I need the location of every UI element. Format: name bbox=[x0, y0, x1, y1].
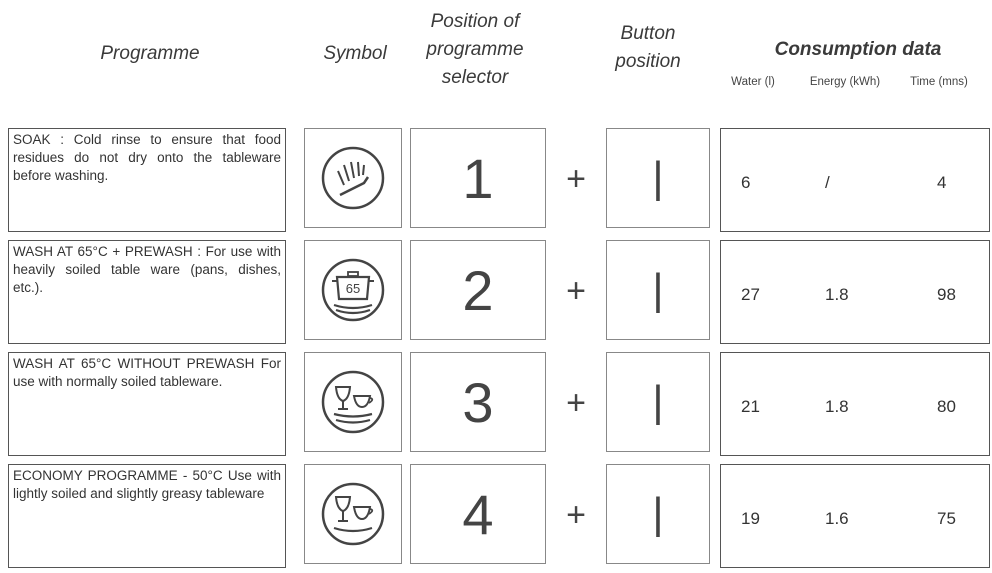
header-programme: Programme bbox=[100, 43, 200, 64]
programme-symbol: 65 bbox=[304, 240, 402, 340]
programme-symbol bbox=[304, 128, 402, 228]
plus-sign: + bbox=[566, 272, 586, 310]
programme-selector-position: 1 bbox=[410, 128, 546, 228]
glass-cup-plates-icon bbox=[321, 370, 385, 434]
subheader-water: Water (l) bbox=[731, 76, 775, 88]
temperature-label: 65 bbox=[346, 281, 360, 296]
programme-symbol bbox=[304, 464, 402, 564]
water-value: 21 bbox=[741, 397, 760, 416]
programme-row-economy-50: ECONOMY PROGRAMME - 50°C Use with lightl… bbox=[0, 464, 992, 568]
programme-row-wash-65-prewash: WASH AT 65°C + PREWASH : For use with he… bbox=[0, 240, 992, 344]
energy-value: / bbox=[825, 173, 830, 192]
energy-value: 1.8 bbox=[825, 397, 849, 416]
button-position: | bbox=[606, 240, 710, 340]
header-symbol: Symbol bbox=[323, 43, 387, 64]
time-value: 75 bbox=[937, 509, 956, 528]
consumption-data: 27 1.8 98 bbox=[720, 240, 990, 344]
programme-row-wash-65-no-prewash: WASH AT 65°C WITHOUT PREWASH For use wit… bbox=[0, 352, 992, 456]
header-button-line1: Button bbox=[620, 23, 676, 44]
water-value: 27 bbox=[741, 285, 760, 304]
button-position: | bbox=[606, 128, 710, 228]
button-position: | bbox=[606, 352, 710, 452]
energy-value: 1.8 bbox=[825, 285, 849, 304]
consumption-data: 19 1.6 75 bbox=[720, 464, 990, 568]
programme-description: SOAK : Cold rinse to ensure that food re… bbox=[8, 128, 286, 232]
header-selector-line2: programme bbox=[426, 39, 524, 60]
subheader-time: Time (mns) bbox=[910, 76, 968, 88]
programme-selector-position: 4 bbox=[410, 464, 546, 564]
programme-description: WASH AT 65°C + PREWASH : For use with he… bbox=[8, 240, 286, 344]
water-value: 19 bbox=[741, 509, 760, 528]
water-value: 6 bbox=[741, 173, 751, 192]
consumption-data: 6 / 4 bbox=[720, 128, 990, 232]
header-button-position: Button position bbox=[588, 20, 708, 76]
plus-sign: + bbox=[566, 160, 586, 198]
plus-sign: + bbox=[566, 496, 586, 534]
energy-value: 1.6 bbox=[825, 509, 849, 528]
button-position: | bbox=[606, 464, 710, 564]
consumption-data: 21 1.8 80 bbox=[720, 352, 990, 456]
programme-description: WASH AT 65°C WITHOUT PREWASH For use wit… bbox=[8, 352, 286, 456]
glass-cup-plate-icon bbox=[321, 482, 385, 546]
subheader-energy: Energy (kWh) bbox=[809, 76, 881, 88]
pot-65-icon: 65 bbox=[321, 258, 385, 322]
header-selector-line1: Position of bbox=[430, 11, 520, 32]
time-value: 4 bbox=[937, 173, 947, 192]
header-selector-line3: selector bbox=[441, 67, 509, 88]
programme-description: ECONOMY PROGRAMME - 50°C Use with lightl… bbox=[8, 464, 286, 568]
header-consumption: Consumption data bbox=[774, 39, 942, 60]
header-selector: Position of programme selector bbox=[400, 8, 550, 92]
header-button-line2: position bbox=[615, 51, 681, 72]
plus-sign: + bbox=[566, 384, 586, 422]
programme-symbol bbox=[304, 352, 402, 452]
programme-row-soak: SOAK : Cold rinse to ensure that food re… bbox=[0, 128, 992, 232]
programme-selector-position: 3 bbox=[410, 352, 546, 452]
time-value: 80 bbox=[937, 397, 956, 416]
programme-selector-position: 2 bbox=[410, 240, 546, 340]
spray-rinse-icon bbox=[321, 146, 385, 210]
time-value: 98 bbox=[937, 285, 956, 304]
